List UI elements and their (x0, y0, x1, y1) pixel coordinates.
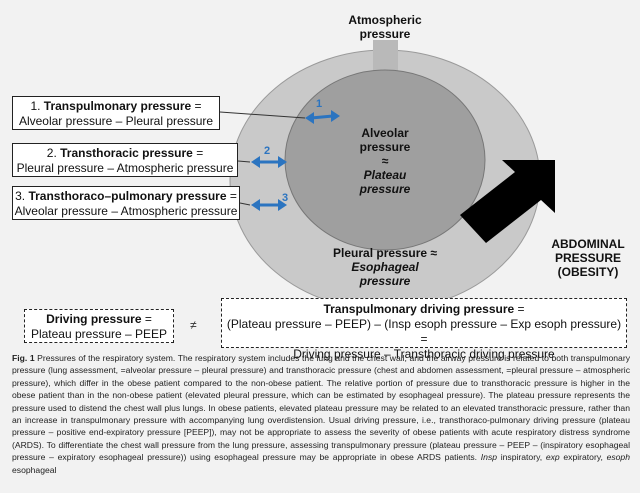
arrow-number-1: 1 (316, 98, 323, 110)
blue-arrow-1 (305, 110, 340, 124)
pleural-pressure-label: Pleural pressure ≈ Esophageal pressure (333, 246, 437, 288)
caption-abbr-term: esoph (606, 452, 630, 463)
connector-line-1 (219, 111, 306, 119)
caption-abbr-term: Insp (480, 452, 498, 463)
abdominal-pressure-arrow (460, 160, 555, 243)
caption-head: Fig. 1 (12, 353, 35, 363)
blue-arrow-2 (251, 156, 287, 168)
alveolar-pressure-label: Alveolar pressure ≈ Plateau pressure (359, 126, 411, 196)
arrow-number-2: 2 (264, 145, 271, 157)
abdominal-pressure-label: ABDOMINAL PRESSURE (OBESITY) (551, 237, 625, 279)
arrow-number-3: 3 (282, 192, 289, 204)
caption-abbr-def: inspiratory, (497, 452, 546, 463)
respiratory-diagram (219, 40, 555, 311)
caption-abbr-def: expiratory, (559, 452, 607, 463)
transpulmonary-driving-pressure-box: Transpulmonary driving pressure = (Plate… (221, 298, 627, 361)
blue-arrow-3 (251, 199, 287, 211)
transthoraco-pulmonary-pressure-box: 3. Transthoraco–pulmonary pressure = Alv… (12, 186, 240, 220)
caption-abbr-def: esophageal (12, 464, 57, 475)
not-equal-symbol: ≠ (190, 318, 197, 332)
transthoracic-pressure-box: 2. Transthoracic pressure = Pleural pres… (12, 143, 238, 177)
driving-pressure-box: Driving pressure = Plateau pressure – PE… (24, 309, 174, 343)
figure-caption: Fig. 1 Pressures of the respiratory syst… (12, 352, 630, 476)
atmospheric-pressure-label: Atmospheric pressure (348, 13, 422, 41)
caption-abbr-term: exp (545, 452, 560, 463)
transpulmonary-pressure-box: 1. Transpulmonary pressure = Alveolar pr… (12, 96, 220, 130)
connector-line-3 (239, 202, 251, 206)
connector-line-2 (237, 160, 251, 163)
caption-body: Pressures of the respiratory system. The… (12, 353, 630, 463)
